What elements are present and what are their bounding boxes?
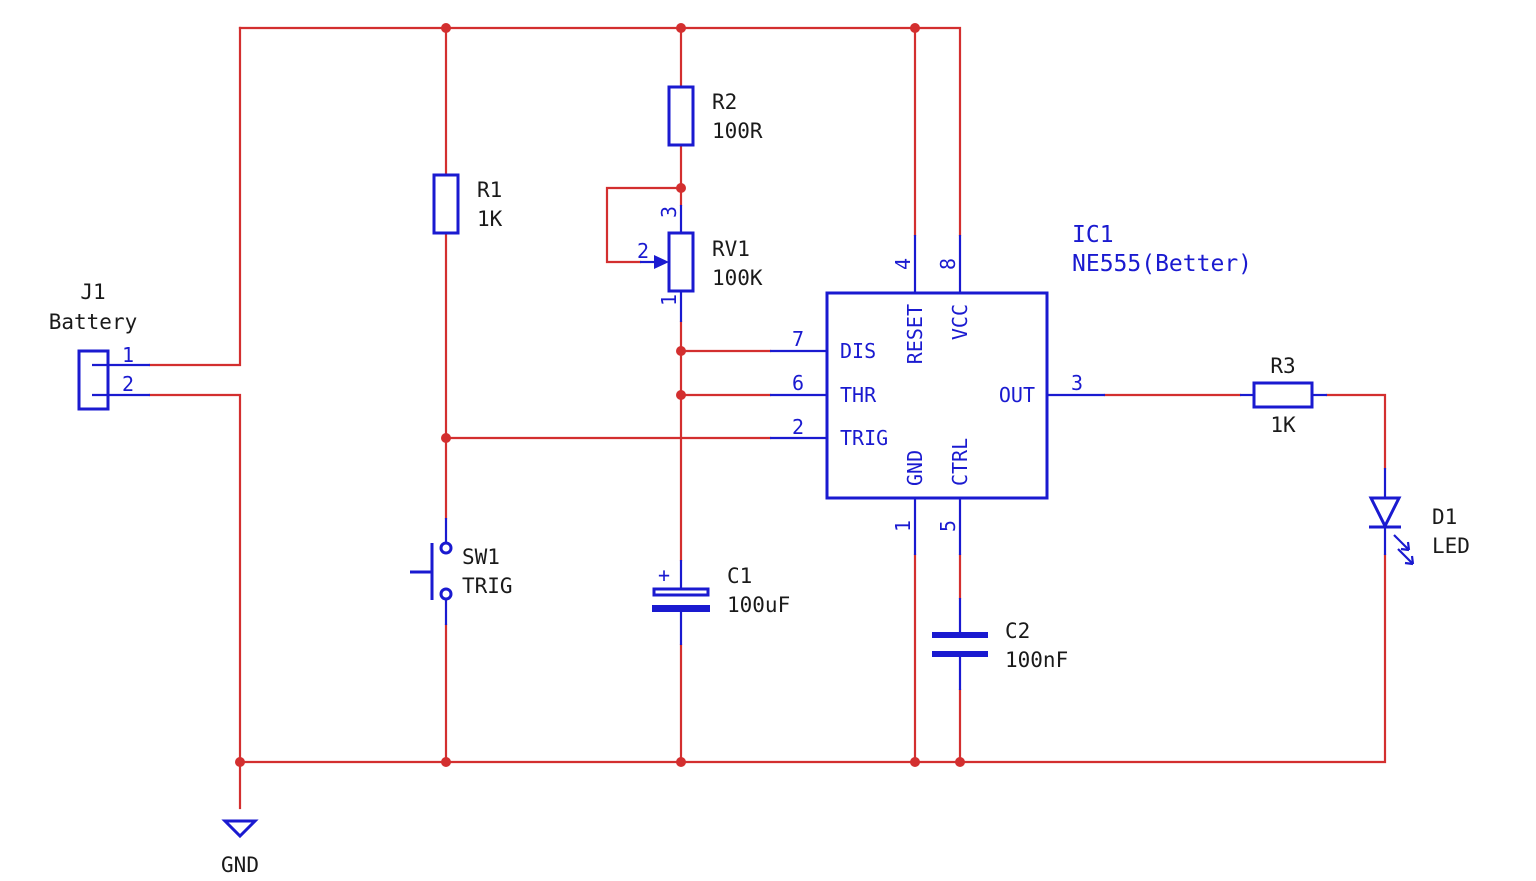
resistor-r3-body [1252,381,1314,409]
junction-dot [676,757,686,767]
r2-value: 100R [712,119,763,143]
sw1-contact-bottom [439,587,453,601]
wires [148,26,1387,810]
resistor-r1-body [432,173,460,235]
r1-value: 1K [477,207,503,231]
c2-plate-bottom [932,651,988,657]
c2-value: 100nF [1005,648,1068,672]
ic1-pin-reset-number: 4 [891,258,915,270]
junction-dot [441,23,451,33]
ic1-ne555: 7 6 2 3 4 8 1 5 DIS THR TRIG OUT RESET V… [770,222,1252,555]
connector-body [77,349,110,411]
ic1-pin-gnd-name: GND [903,450,927,486]
j1-pin-1-number: 1 [122,343,134,367]
emission-arrow-2 [1397,548,1414,565]
resistor-r3: R3 1K [1240,354,1327,437]
light-emission-icon [1393,534,1415,566]
r3-value: 1K [1270,413,1296,437]
ic1-pin-vcc-number: 8 [936,258,960,270]
rv1-pin-1-number: 1 [657,294,681,306]
c1-negative-plate [652,605,710,612]
ic1-pin-trig-name: TRIG [840,426,888,450]
switch-sw1: SW1 TRIG [410,518,513,625]
ground-icon [221,819,259,839]
ground-label: GND [221,853,259,877]
capacitor-c2: C2 100nF [932,598,1068,690]
ic1-value: NE555(Better) [1072,251,1252,277]
resistor-r1: R1 1K [432,173,503,235]
emission-arrowhead-2 [1404,555,1415,566]
led-d1: D1 LED [1368,468,1470,566]
c2-plate-top [932,632,988,638]
wiper-arrow-icon [654,255,669,269]
r1-ref: R1 [477,178,502,202]
ic1-pin-dis-number: 7 [792,327,804,351]
ic1-pin-dis-name: DIS [840,339,876,363]
ic1-pin-thr-number: 6 [792,371,804,395]
d1-ref: D1 [1432,505,1457,529]
ic1-pin-out-number: 3 [1071,371,1083,395]
ic1-pin-ctrl-name: CTRL [948,438,972,486]
junction-dot [676,346,686,356]
ic1-pin-vcc-name: VCC [948,304,972,340]
emission-arrow-1 [1393,534,1410,551]
j1-value: Battery [49,310,138,334]
ground-symbol: GND [221,819,259,877]
wire-rv1-wiper-loop [605,186,683,264]
ic1-pin-trig-number: 2 [792,415,804,439]
ic1-pin-out-name: OUT [999,383,1035,407]
c1-ref: C1 [727,564,752,588]
rv1-pin-3-number: 3 [657,206,681,218]
c2-ref: C2 [1005,619,1030,643]
wire-r3-to-led [1325,393,1387,470]
junction-dot [955,757,965,767]
junction-dot [676,390,686,400]
battery-connector-j1: J1 Battery 1 2 [49,280,150,411]
ic1-pin-reset-name: RESET [903,304,927,364]
resistor-r2-body [667,85,695,147]
led-triangle-icon [1368,496,1402,530]
ic1-pin-ctrl-number: 5 [936,520,960,532]
junction-dot [441,433,451,443]
r2-ref: R2 [712,90,737,114]
rv1-ref: RV1 [712,237,750,261]
junction-dot [676,183,686,193]
emission-arrowhead-1 [1400,541,1411,552]
sw1-ref: SW1 [462,545,500,569]
capacitor-c1: + C1 100uF [652,560,790,645]
ic1-pin-thr-name: THR [840,383,877,407]
r3-ref: R3 [1270,354,1295,378]
c1-positive-plate [652,587,710,597]
potentiometer-rv1: 2 3 1 RV1 100K [637,205,763,322]
junction-dot [910,23,920,33]
j1-pin-2-number: 2 [122,372,134,396]
resistor-r2: R2 100R [667,85,763,147]
junction-dot [441,757,451,767]
wire-top-rail [238,26,962,237]
d1-value: LED [1432,534,1470,558]
rv1-value: 100K [712,266,763,290]
sw1-value: TRIG [462,574,513,598]
potentiometer-rv1-body [667,231,695,293]
wire-battery-positive [148,26,242,367]
ic1-pin-gnd-number: 1 [891,520,915,532]
c1-value: 100uF [727,593,790,617]
j1-ref: J1 [80,280,105,304]
sw1-contact-top [439,541,453,555]
wire-battery-negative [148,393,1387,764]
ic1-ref: IC1 [1072,222,1114,248]
junction-dot [676,23,686,33]
c1-polarity-mark: + [658,563,670,587]
rv1-pin-2-number: 2 [637,239,649,263]
junctions [235,23,965,767]
junction-dot [910,757,920,767]
junction-dot [235,757,245,767]
